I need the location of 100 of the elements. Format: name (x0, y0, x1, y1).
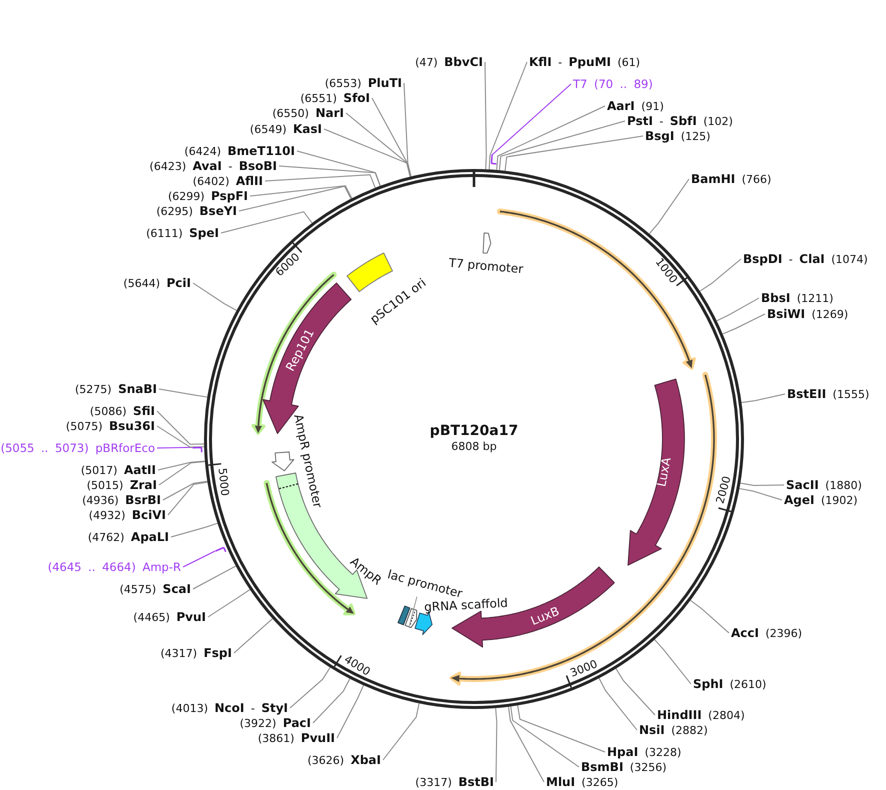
leader-line (722, 314, 766, 334)
leader-line (278, 166, 381, 186)
site-label: (47) BbvCI (415, 55, 483, 70)
primer-mark (214, 546, 227, 554)
site-label: (6299) PspFI (168, 189, 248, 204)
leader-line (740, 482, 784, 486)
leader-line (654, 639, 692, 684)
tick-label: 3000 (568, 658, 600, 680)
leader-line (234, 618, 273, 654)
leader-line (517, 704, 606, 752)
site-label: (6295) BseYI (156, 204, 237, 219)
leader-line (296, 150, 381, 186)
leader-line (162, 480, 208, 500)
site-label: NsiI (2882) (639, 723, 708, 738)
site-label: (4936) BsrBI (82, 493, 161, 508)
tick-label: 5000 (215, 468, 230, 497)
leader-line (220, 211, 313, 234)
site-label: SacII (1880) (786, 478, 862, 493)
leader-line (598, 678, 638, 730)
leader-line (158, 388, 208, 398)
site-label: (4575) ScaI (120, 582, 191, 597)
leader-line (208, 589, 250, 618)
leader-line (648, 178, 690, 234)
leader-line (372, 98, 412, 178)
site-label: KflI - PpuMI (61) (529, 55, 640, 70)
site-label: AgeI (1902) (784, 493, 858, 508)
leader-line (158, 460, 206, 470)
tick-label: 4000 (342, 653, 372, 678)
primer-label: (5055 .. 5073) pBRforEco (0, 441, 155, 455)
leader-line (346, 112, 411, 178)
leader-line (182, 550, 216, 568)
leader-line (238, 186, 352, 212)
leader-line (484, 62, 487, 170)
leader-line (192, 566, 236, 590)
site-label: SphI (2610) (693, 677, 766, 692)
site-label: (3861) PvuII (258, 731, 335, 746)
site-label: (4932) BciVI (88, 508, 166, 523)
leader-line (382, 702, 420, 760)
leader-line (158, 461, 206, 486)
leader-line (495, 708, 498, 782)
leader-line (738, 488, 782, 500)
site-label: BstEII (1555) (787, 387, 870, 402)
site-label: (6549) KasI (250, 122, 322, 137)
leader-line (488, 62, 528, 170)
site-label: MluI (3265) (546, 775, 618, 790)
primer-label: T7 (70 .. 89) (573, 77, 653, 91)
site-label: (3626) XbaI (308, 753, 381, 768)
leader-line (156, 410, 205, 445)
site-label: (6551) SfoI (300, 91, 370, 106)
plasmid-size: 6808 bp (451, 439, 497, 455)
feature-label: LuxA (654, 456, 674, 488)
site-label: (6402) AflII (192, 174, 263, 189)
leader-line (492, 84, 572, 156)
leader-line (699, 258, 742, 292)
site-label: BsiWI (1269) (767, 307, 848, 322)
site-label: (6424) BmeT110I (184, 144, 295, 159)
leader-line (324, 128, 411, 178)
leader-line (312, 678, 350, 724)
site-label: (4317) FspI (160, 646, 232, 661)
leader-line (690, 600, 730, 634)
leader-line (741, 394, 786, 403)
site-label: BsgI (125) (645, 129, 710, 144)
leader-line (336, 684, 364, 738)
site-label: (6550) NarI (272, 106, 344, 121)
leader-line (404, 82, 412, 177)
leader-line (616, 668, 656, 716)
site-label: AarI (91) (607, 99, 664, 114)
site-label: HpaI (3228) (607, 745, 682, 760)
site-label: HindIII (2804) (657, 708, 745, 723)
site-label: BamHI (766) (691, 172, 772, 187)
site-label: (5086) SfiI (90, 404, 155, 419)
plasmid-name: pBT120a17 (430, 423, 518, 439)
leader-line (290, 666, 331, 708)
leader-line (264, 174, 376, 188)
primer-label: (4645 .. 4664) Amp-R (48, 560, 181, 574)
leader-line (510, 706, 580, 768)
site-label: (4013) NcoI - StyI (171, 701, 288, 716)
site-label: PstI - SbfI (102) (627, 114, 733, 129)
site-label: AccI (2396) (731, 626, 802, 641)
leader-line (504, 136, 644, 172)
tick-label: 2000 (714, 474, 734, 506)
primer-mark (490, 153, 498, 166)
site-label: BsmBI (3256) (581, 760, 666, 775)
site-label: BspDI - ClaI (1074) (743, 252, 868, 267)
site-label: (5017) AatII (80, 463, 156, 478)
site-label: (3922) PacI (240, 716, 311, 731)
site-label: (5644) PciI (123, 276, 191, 291)
site-label: (3317) BstBI (415, 775, 494, 790)
site-label: (6553) PluTI (324, 76, 402, 91)
leader-line (508, 706, 544, 782)
leader-line (716, 298, 760, 322)
leader-line (168, 482, 208, 516)
leader-line (496, 106, 606, 170)
leader-line (498, 120, 626, 171)
site-label: (5075) Bsu36I (66, 419, 155, 434)
site-label: (5275) SnaBI (75, 382, 157, 397)
feature-label: T7 promoter (448, 256, 524, 276)
site-label: (4762) ApaLI (88, 530, 169, 545)
leader-line (170, 522, 218, 538)
feature-label: LuxB (528, 604, 562, 628)
